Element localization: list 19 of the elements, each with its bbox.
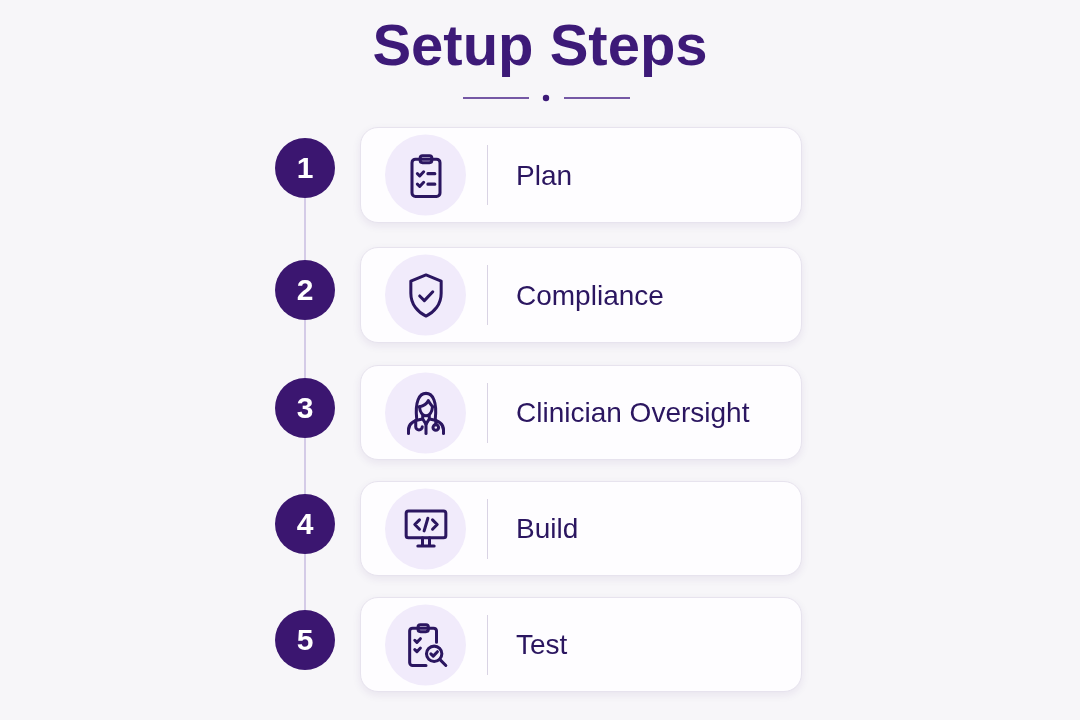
connector-line <box>304 319 306 379</box>
step-label: Clinician Oversight <box>516 396 751 430</box>
step-card <box>360 597 802 692</box>
step-number: 5 <box>296 625 314 655</box>
step-label: Compliance <box>516 278 665 313</box>
step-label: Test <box>516 628 569 662</box>
step-number: 1 <box>296 153 314 183</box>
step-number: 4 <box>296 509 314 539</box>
step-label: Build <box>516 512 580 546</box>
step-card <box>360 247 802 343</box>
connector-line <box>304 437 306 495</box>
step-number: 3 <box>296 393 314 423</box>
step-label: Plan <box>516 158 574 193</box>
step-card <box>360 127 802 223</box>
step-card <box>360 365 802 460</box>
step-card <box>360 481 802 576</box>
connector-line <box>304 197 306 261</box>
step-number: 2 <box>296 275 314 305</box>
connector-line <box>304 553 306 611</box>
